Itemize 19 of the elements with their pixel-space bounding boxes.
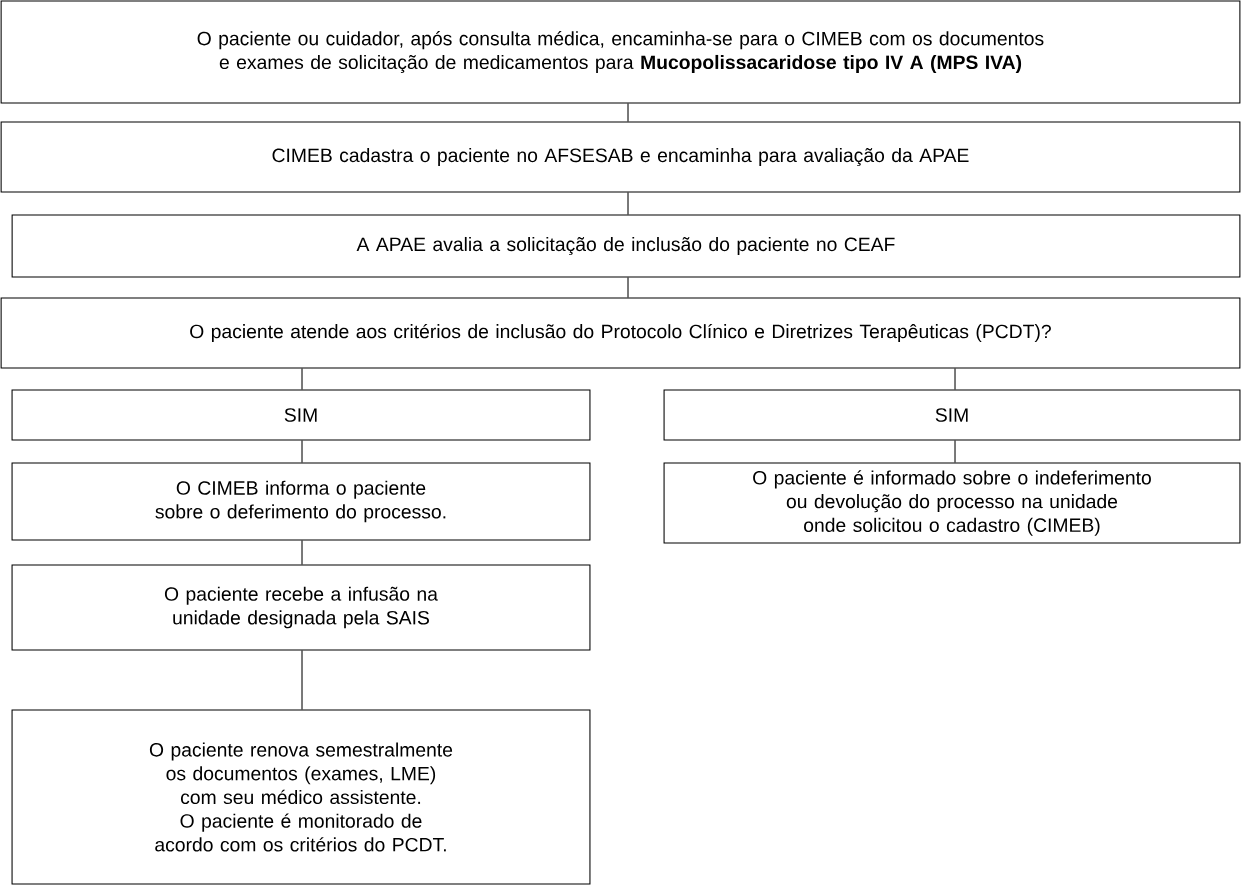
process-box: O paciente é informado sobre o indeferimento ou devolução do processo na unidade onde solicitou o cadastro (CIMEB): [663, 462, 1241, 544]
connector-line: [627, 277, 629, 298]
connector-line: [627, 192, 629, 215]
process-box: O paciente atende aos critérios de inclusão do Protocolo Clínico e Diretrizes Terapêuticas (PCDT)?: [0, 297, 1241, 369]
connector-line: [954, 440, 956, 463]
process-box: SIM: [11, 389, 591, 441]
process-box: O CIMEB informa o paciente sobre o deferimento do processo.: [11, 462, 591, 541]
process-box: O paciente recebe a infusão na unidade designada pela SAIS: [11, 564, 591, 651]
process-box: SIM: [663, 389, 1241, 441]
connector-line: [627, 103, 629, 122]
connector-line: [301, 650, 303, 711]
connector-line: [301, 440, 303, 463]
connector-line: [954, 368, 956, 390]
process-box: A APAE avalia a solicitação de inclusão do paciente no CEAF: [11, 214, 1241, 278]
process-box: O paciente renova semestralmente os documentos (exames, LME) com seu médico assistente. O paciente é monitorado de acordo com os critérios do PCDT.: [11, 709, 591, 885]
connector-line: [301, 540, 303, 565]
connector-line: [301, 368, 303, 390]
process-box: O paciente ou cuidador, após consulta médica, encaminha-se para o CIMEB com os documentos e exames de solicitação de medicamentos para Mucopolissacaridose tipo IV A (MPS IVA): [0, 0, 1241, 104]
process-box: CIMEB cadastra o paciente no AFSESAB e encaminha para avaliação da APAE: [0, 121, 1241, 193]
